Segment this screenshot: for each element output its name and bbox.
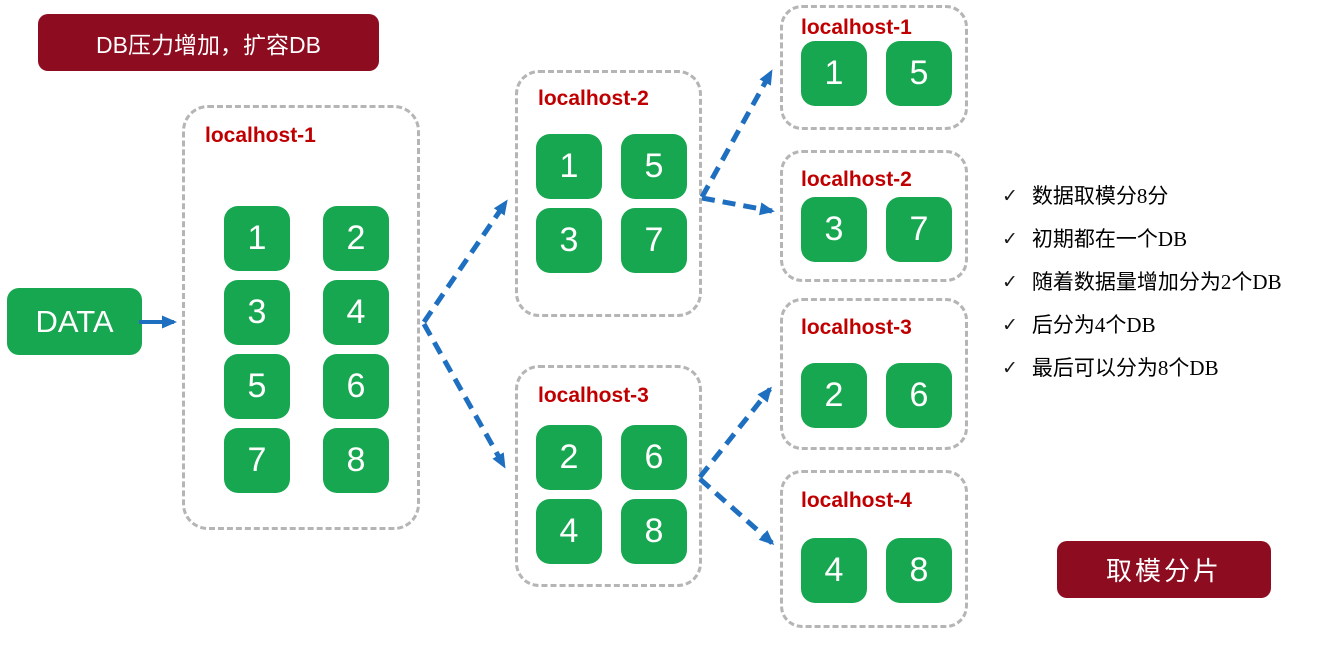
footer-banner: 取模分片 (1057, 541, 1271, 598)
host-label: localhost-3 (538, 384, 649, 407)
note-text: 后分为4个DB (1031, 313, 1156, 337)
host-label: localhost-3 (801, 316, 912, 339)
note-text: 数据取模分8分 (1031, 184, 1169, 208)
checkmark-icon: ✓ (1002, 314, 1018, 336)
shard-box: 5 (621, 134, 687, 199)
shard-box: 2 (801, 363, 867, 428)
shard-box: 4 (323, 280, 389, 345)
shard-box: 5 (224, 354, 290, 419)
note-item: ✓ 初期都在一个DB (1002, 228, 1328, 250)
shard-box: 8 (621, 499, 687, 564)
arrow-localhost2-to-final2 (701, 195, 775, 216)
checkmark-icon: ✓ (1002, 228, 1018, 250)
shard-box: 6 (323, 354, 389, 419)
arrow-localhost3-to-final3 (698, 386, 772, 479)
shard-grid: 2 6 (801, 363, 952, 428)
shard-grid: 1 5 (801, 41, 952, 106)
shard-box: 5 (886, 41, 952, 106)
shard-grid: 4 8 (801, 538, 952, 603)
host-stage3-localhost-3: localhost-3 2 6 (780, 298, 968, 450)
arrow-localhost3-to-final4 (698, 477, 775, 545)
shard-box: 4 (536, 499, 602, 564)
shard-box: 8 (886, 538, 952, 603)
shard-box: 2 (323, 206, 389, 271)
shard-box: 1 (536, 134, 602, 199)
data-source-box: DATA (7, 288, 142, 355)
shard-grid: 3 7 (801, 197, 952, 262)
host-stage3-localhost-1: localhost-1 1 5 (780, 5, 968, 130)
arrow-stage1-to-localhost2 (421, 199, 509, 324)
host-stage1-localhost-1: localhost-1 1 2 3 4 5 6 7 8 (182, 105, 420, 530)
shard-grid: 1 5 3 7 (536, 134, 687, 273)
note-item: ✓ 最后可以分为8个DB (1002, 357, 1328, 379)
shard-box: 2 (536, 425, 602, 490)
note-text: 随着数据量增加分为2个DB (1031, 270, 1282, 294)
host-stage3-localhost-2: localhost-2 3 7 (780, 150, 968, 282)
host-stage2-localhost-2: localhost-2 1 5 3 7 (515, 70, 702, 317)
shard-box: 3 (224, 280, 290, 345)
host-stage2-localhost-3: localhost-3 2 6 4 8 (515, 365, 702, 587)
host-label: localhost-1 (205, 124, 316, 147)
shard-box: 4 (801, 538, 867, 603)
host-label: localhost-1 (801, 16, 912, 39)
note-item: ✓ 随着数据量增加分为2个DB (1002, 271, 1328, 293)
notes-list: ✓ 数据取模分8分 ✓ 初期都在一个DB ✓ 随着数据量增加分为2个DB ✓ 后… (1002, 185, 1328, 400)
note-text: 最后可以分为8个DB (1031, 356, 1219, 380)
shard-box: 6 (621, 425, 687, 490)
title-banner: DB压力增加，扩容DB (38, 14, 379, 71)
shard-box: 6 (886, 363, 952, 428)
shard-box: 3 (801, 197, 867, 262)
checkmark-icon: ✓ (1002, 185, 1018, 207)
host-label: localhost-4 (801, 489, 912, 512)
checkmark-icon: ✓ (1002, 271, 1018, 293)
checkmark-icon: ✓ (1002, 357, 1018, 379)
host-label: localhost-2 (801, 168, 912, 191)
host-stage3-localhost-4: localhost-4 4 8 (780, 470, 968, 628)
shard-grid: 1 2 3 4 5 6 7 8 (224, 206, 389, 493)
note-item: ✓ 数据取模分8分 (1002, 185, 1328, 207)
note-item: ✓ 后分为4个DB (1002, 314, 1328, 336)
shard-box: 7 (224, 428, 290, 493)
shard-box: 1 (801, 41, 867, 106)
shard-grid: 2 6 4 8 (536, 425, 687, 564)
shard-box: 8 (323, 428, 389, 493)
arrow-stage1-to-localhost3 (421, 322, 507, 469)
host-label: localhost-2 (538, 87, 649, 110)
note-text: 初期都在一个DB (1031, 227, 1188, 251)
shard-box: 3 (536, 208, 602, 273)
shard-box: 7 (886, 197, 952, 262)
shard-box: 7 (621, 208, 687, 273)
arrow-localhost2-to-final1 (699, 69, 774, 199)
shard-box: 1 (224, 206, 290, 271)
